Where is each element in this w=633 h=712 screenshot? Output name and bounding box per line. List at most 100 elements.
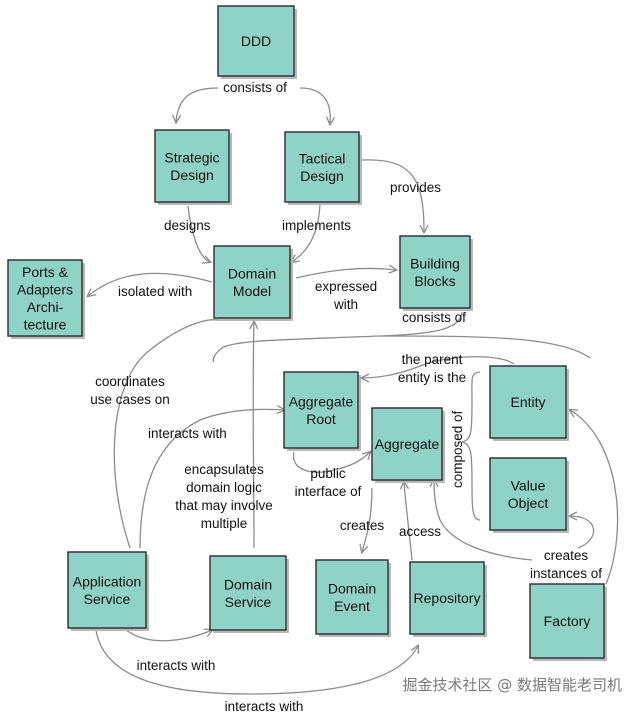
- label-interacts-with-service: interacts with: [137, 658, 216, 673]
- edge-label-line: consists of: [402, 310, 466, 325]
- arrow-repository-to-aggregate: [404, 482, 413, 561]
- node-label-line: Tactical: [299, 150, 346, 166]
- arrow-aggregate-root-to-aggregate: [292, 452, 370, 473]
- node-entity[interactable]: Entity: [489, 365, 569, 441]
- label-consists-of-building-blocks: consists of: [402, 310, 466, 325]
- edge-label-line: domain logic: [186, 480, 262, 495]
- edge-label-line: multiple: [201, 516, 248, 531]
- node-label-line: Entity: [510, 394, 545, 410]
- node-label-line: Blocks: [414, 273, 455, 289]
- edge-label-line: expressed: [315, 279, 377, 294]
- node-box: [371, 407, 443, 481]
- arrow-domain-model-to-ports: [88, 272, 213, 296]
- arrow-tactical-to-building-blocks: [361, 159, 424, 232]
- arrow-building-blocks-bracket: [212, 311, 591, 363]
- node-box: [409, 561, 485, 635]
- node-label-line: Strategic: [164, 149, 219, 165]
- node-label-line: Factory: [544, 613, 591, 629]
- node-box: [67, 551, 147, 629]
- node-box: [7, 259, 83, 337]
- node-label-line: Archi-: [27, 299, 64, 315]
- node-label-line: Event: [334, 598, 370, 614]
- node-repository[interactable]: Repository: [409, 561, 487, 637]
- node-label-line: Domain: [228, 265, 276, 281]
- edge-label-line: interacts with: [225, 699, 304, 712]
- arrow-factory-to-entity: [570, 410, 619, 585]
- edge-label-line: designs: [164, 218, 211, 233]
- label-creates-instances: creates instances of: [530, 548, 602, 581]
- arrow-ddd-to-strategic: [176, 87, 219, 122]
- edge-label-line: creates: [544, 548, 589, 563]
- node-box: [489, 457, 567, 531]
- edge-label-line: encapsulates: [184, 462, 264, 477]
- node-factory[interactable]: Factory: [529, 583, 607, 661]
- node-label-line: Aggregate: [375, 436, 440, 452]
- node-label-line: tecture: [24, 316, 67, 332]
- node-label-line: Object: [508, 495, 549, 511]
- node-box: [283, 371, 359, 449]
- edge-label-line: instances of: [530, 566, 602, 581]
- edge-label-line: interacts with: [137, 658, 216, 673]
- edge-label-line: consists of: [223, 80, 287, 95]
- node-box: [154, 129, 230, 203]
- label-expressed-with: expressed with: [315, 279, 377, 312]
- arrow-strategic-to-domain-model: [187, 205, 210, 262]
- arrow-app-service-to-domain-model: [113, 319, 219, 549]
- node-box: [217, 5, 295, 77]
- label-consists-of: consists of: [223, 80, 287, 95]
- node-label-line: Service: [84, 591, 131, 607]
- arrow-domain-model-to-building-blocks: [295, 268, 396, 279]
- label-designs: designs: [164, 218, 211, 233]
- node-box: [399, 235, 471, 309]
- arrow-ddd-to-tactical: [299, 87, 330, 124]
- edge-label-line: use cases on: [90, 392, 170, 407]
- edge-label-line: isolated with: [118, 284, 192, 299]
- arrow-factory-to-aggregate: [434, 480, 533, 561]
- node-label-line: Ports &: [22, 264, 69, 280]
- node-label-line: Domain: [328, 580, 376, 596]
- edge-label-line: that may involve: [175, 498, 273, 513]
- edge-label-line: implements: [282, 218, 351, 233]
- label-access: access: [399, 524, 441, 539]
- node-label-line: Design: [300, 168, 344, 184]
- node-label-line: Building: [410, 255, 460, 271]
- node-label-line: DDD: [241, 33, 271, 49]
- node-label-line: Root: [306, 411, 336, 427]
- composed-of-brace: [461, 371, 481, 521]
- label-encapsulates: encapsulates domain logic that may involve…: [175, 462, 273, 531]
- node-label-line: Model: [233, 283, 271, 299]
- label-isolated-with: isolated with: [118, 284, 192, 299]
- label-creates-event: creates: [340, 518, 385, 533]
- node-label-line: Application: [73, 573, 142, 589]
- edge-label-line: with: [333, 297, 358, 312]
- node-label-line: Service: [225, 594, 272, 610]
- label-composed-of: composed of: [450, 410, 465, 488]
- arrow-domain-service-to-domain-model: [253, 322, 254, 549]
- node-label-line: Aggregate: [289, 393, 354, 409]
- node-box: [315, 559, 389, 635]
- node-label-line: Domain: [224, 576, 272, 592]
- node-aggregate[interactable]: Aggregate: [371, 407, 445, 483]
- node-ddd[interactable]: DDD: [217, 5, 297, 79]
- watermark: 掘金技术社区 @ 数据智能老司机: [402, 676, 622, 694]
- edge-label-line: the parent: [402, 352, 463, 367]
- node-label-line: Repository: [414, 590, 481, 606]
- node-label-line: Value: [511, 477, 546, 493]
- node-box: [213, 245, 291, 319]
- arrow-app-service-to-repository: [95, 629, 418, 695]
- edge-labels: consists of provides designs implements …: [90, 80, 602, 712]
